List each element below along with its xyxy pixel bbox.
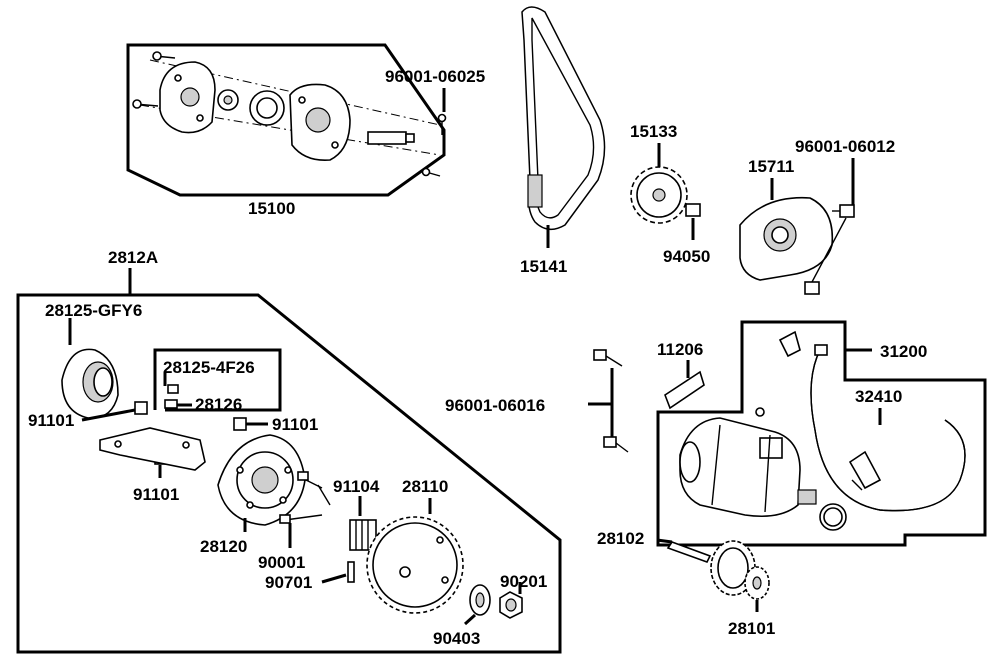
label-90403: 90403 bbox=[433, 629, 480, 648]
label-91101-bottom: 91101 bbox=[133, 485, 179, 504]
oil-pump-group: 15100 96001-06025 bbox=[126, 43, 485, 218]
label-96001-06012: 96001-06012 bbox=[795, 137, 895, 156]
bolt-icon bbox=[279, 471, 331, 524]
label-28101: 28101 bbox=[728, 619, 775, 638]
label-15100: 15100 bbox=[248, 199, 295, 218]
label-28110: 28110 bbox=[402, 477, 448, 496]
label-91101-right: 91101 bbox=[272, 415, 318, 434]
label-11206: 11206 bbox=[657, 340, 703, 359]
starter-clutch-frame bbox=[16, 293, 562, 654]
bolt-icon bbox=[804, 204, 855, 295]
label-28102: 28102 bbox=[597, 529, 644, 548]
label-90001: 90001 bbox=[258, 553, 305, 572]
starter-cable bbox=[810, 349, 966, 512]
label-28125-4F26: 28125-4F26 bbox=[163, 358, 255, 377]
idle-gear-shaft bbox=[666, 541, 712, 563]
label-90701: 90701 bbox=[265, 573, 312, 592]
label-94050: 94050 bbox=[663, 247, 710, 266]
bolt-icon bbox=[593, 349, 629, 453]
label-28126: 28126 bbox=[195, 395, 242, 414]
oil-pump-frame bbox=[126, 43, 446, 197]
label-28125-GFY6: 28125-GFY6 bbox=[45, 301, 142, 320]
screw-icon bbox=[132, 51, 176, 109]
label-91101-left: 91101 bbox=[28, 411, 74, 430]
spring-plate bbox=[99, 427, 206, 471]
label-15141: 15141 bbox=[520, 257, 567, 276]
label-90201: 90201 bbox=[500, 572, 547, 591]
starter-motor-group: 31200 32410 11206 96001-06016 bbox=[445, 320, 987, 638]
screw-icon bbox=[421, 113, 447, 177]
label-31200: 31200 bbox=[880, 342, 927, 361]
spring-icon bbox=[164, 384, 179, 409]
label-96001-06016: 96001-06016 bbox=[445, 396, 545, 415]
label-15133: 15133 bbox=[630, 122, 677, 141]
label-28120: 28120 bbox=[200, 537, 247, 556]
roller bbox=[233, 417, 247, 431]
starter-clutch-group: 2812A 28125-GFY6 28125-4F26 28126 91101 … bbox=[16, 248, 562, 654]
label-32410: 32410 bbox=[855, 387, 902, 406]
roller bbox=[134, 401, 148, 415]
starter-motor-frame bbox=[656, 320, 987, 547]
pump-shaft bbox=[367, 131, 407, 145]
woodruff-key bbox=[347, 561, 355, 583]
dowel-pin bbox=[685, 203, 701, 217]
label-91104: 91104 bbox=[333, 477, 380, 496]
chain-group: 15141 15133 94050 15711 96001-06012 bbox=[520, 6, 895, 295]
label-96001-06025: 96001-06025 bbox=[385, 67, 485, 86]
label-15711: 15711 bbox=[748, 157, 794, 176]
mount-bracket bbox=[664, 370, 705, 410]
label-2812A: 2812A bbox=[108, 248, 158, 267]
